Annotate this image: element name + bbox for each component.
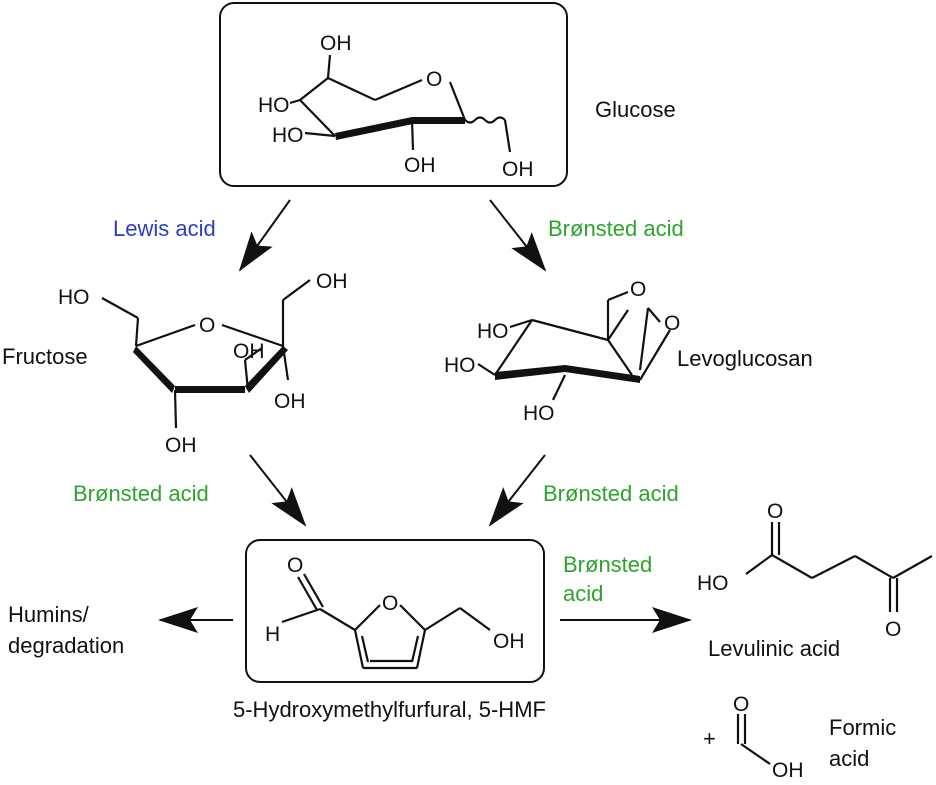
fructose-ring-o-label: O xyxy=(199,314,215,337)
formic-o-label: O xyxy=(733,693,749,716)
levulinic-o-bottom-label: O xyxy=(885,618,901,641)
hmf-ring-o-label: O xyxy=(382,592,398,615)
bronsted-acid-label-glucose-levoglucosan: Brønsted acid xyxy=(548,216,684,241)
fructose-ho-left-label: HO xyxy=(58,286,90,309)
hmf-oh-label: OH xyxy=(493,630,525,653)
fructose-oh-c-label: OH xyxy=(165,434,197,457)
fructose-oh-right-label: OH xyxy=(316,270,348,293)
levoglucosan-o-bridge-label: O xyxy=(664,312,680,335)
humins-label-line1: Humins/ xyxy=(8,602,89,627)
arrow-glucose-to-levoglucosan xyxy=(489,199,547,272)
glucose-label: Glucose xyxy=(595,97,676,122)
arrow-fructose-to-hmf xyxy=(249,454,307,527)
fructose-oh-a-label: OH xyxy=(233,340,265,363)
glucose-oh1-label: OH xyxy=(502,158,534,181)
levoglucosan-o-top-label: O xyxy=(630,278,646,301)
levoglucosan-ho-b-label: HO xyxy=(444,354,476,377)
fructose-oh-b-label: OH xyxy=(274,390,306,413)
glucose-oh2-label: OH xyxy=(404,154,436,177)
hmf-box xyxy=(245,539,545,683)
formic-structure xyxy=(736,714,771,765)
bronsted-acid-label-hmf-levulinic-line2: acid xyxy=(563,581,604,606)
fructose-label: Fructose xyxy=(2,344,88,369)
levoglucosan-ho-a-label: HO xyxy=(477,320,509,343)
levoglucosan-ho-c-label: HO xyxy=(523,402,555,425)
fructose-structure xyxy=(101,279,311,429)
bronsted-acid-label-levoglucosan-hmf: Brønsted acid xyxy=(543,481,679,506)
glucose-oh4-label: HO xyxy=(258,94,290,117)
hmf-structure xyxy=(281,573,491,670)
humins-label-line2: degradation xyxy=(8,633,125,658)
lewis-acid-label: Lewis acid xyxy=(113,216,216,241)
glucose-oh3-label: HO xyxy=(272,124,304,147)
formic-acid-label-line1: Formic xyxy=(829,715,897,740)
bronsted-acid-label-fructose-hmf: Brønsted acid xyxy=(73,481,209,506)
arrow-glucose-to-fructose xyxy=(238,199,291,272)
levulinic-ho-label: HO xyxy=(697,572,729,595)
levulinic-acid-label: Levulinic acid xyxy=(708,636,841,661)
hmf-aldehyde-o-label: O xyxy=(287,554,303,577)
levulinic-structure xyxy=(745,522,933,612)
formic-oh-label: OH xyxy=(772,759,804,782)
plus-sign: + xyxy=(703,726,716,751)
bronsted-acid-label-hmf-levulinic-line1: Brønsted xyxy=(563,552,653,577)
levulinic-o-top-label: O xyxy=(767,500,783,523)
levoglucosan-label: Levoglucosan xyxy=(677,346,813,371)
levoglucosan-structure xyxy=(477,290,671,401)
hmf-label: 5-Hydroxymethylfurfural, 5-HMF xyxy=(233,697,546,722)
glucose-structure xyxy=(289,54,512,153)
formic-acid-label-line2: acid xyxy=(829,746,870,771)
arrow-levoglucosan-to-hmf xyxy=(488,454,546,527)
glucose-box xyxy=(219,2,568,187)
glucose-ch2oh-label: OH xyxy=(320,32,352,55)
glucose-ring-o-label: O xyxy=(426,68,442,91)
hmf-h-label: H xyxy=(265,623,280,646)
